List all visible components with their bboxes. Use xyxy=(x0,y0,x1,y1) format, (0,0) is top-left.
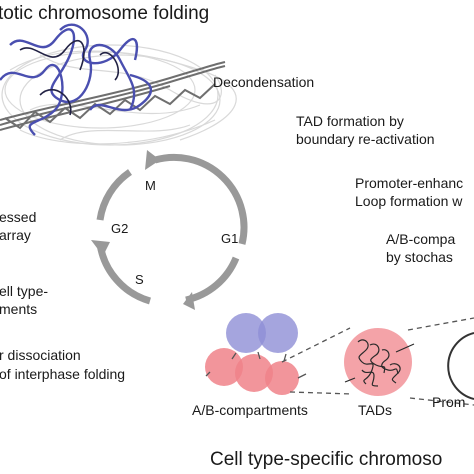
tad-circle xyxy=(344,328,412,396)
promoter-enhancer-label-2: Loop formation w xyxy=(355,193,463,209)
ab-compartment-label-1: A/B-compa xyxy=(386,231,456,247)
chromatin-scaffold xyxy=(0,61,226,131)
left-label-1: essed xyxy=(0,209,37,225)
phase-label-m: M xyxy=(145,178,156,193)
compartment-a-sphere xyxy=(235,354,273,392)
arrowhead-bottom-right xyxy=(183,292,195,310)
cycle-arrow-g2-to-m xyxy=(96,169,133,221)
left-label-5: r dissociation xyxy=(0,347,81,363)
phase-label-g2: G2 xyxy=(111,221,129,236)
chromatin-loops-dark xyxy=(19,39,120,116)
arrowhead-top xyxy=(145,150,160,170)
ab-compartment-label-2: by stochas xyxy=(386,249,453,265)
compartment-a-sphere xyxy=(265,361,299,395)
ab-compartments-illustration xyxy=(205,313,307,395)
promoter-enhancer-label-1: Promoter-enhanc xyxy=(355,175,464,191)
tad-formation-label-2: boundary re-activation xyxy=(296,131,435,147)
tad-formation-label-1: TAD formation by xyxy=(296,113,404,129)
left-label-6: of interphase folding xyxy=(0,366,126,382)
compartment-b-sphere xyxy=(258,313,298,353)
phase-label-g1: G1 xyxy=(221,231,239,246)
cycle-arrowheads xyxy=(91,150,195,310)
left-label-4: ments xyxy=(0,301,38,317)
promoter-loop-circle xyxy=(447,332,474,400)
bottom-title: Cell type-specific chromoso xyxy=(210,449,443,470)
promoter-caption: Prom xyxy=(432,394,466,410)
tad-illustration xyxy=(344,328,415,396)
chromatin-loops-blue xyxy=(0,23,153,136)
tads-caption: TADs xyxy=(358,402,392,418)
cycle-arrow-g1-to-s xyxy=(185,256,240,304)
decondensation-label: Decondensation xyxy=(213,74,315,90)
top-title: totic chromosome folding xyxy=(0,3,210,24)
phase-label-s: S xyxy=(135,272,144,287)
compartment-b-sphere xyxy=(226,313,266,353)
left-label-2: array xyxy=(0,227,31,243)
ab-compartments-caption: A/B-compartments xyxy=(192,402,308,418)
zoom-lines xyxy=(281,317,474,406)
arrowhead-left xyxy=(91,240,110,256)
left-label-3: ell type- xyxy=(0,283,49,299)
cycle-arrow-m-to-g1 xyxy=(154,153,248,245)
